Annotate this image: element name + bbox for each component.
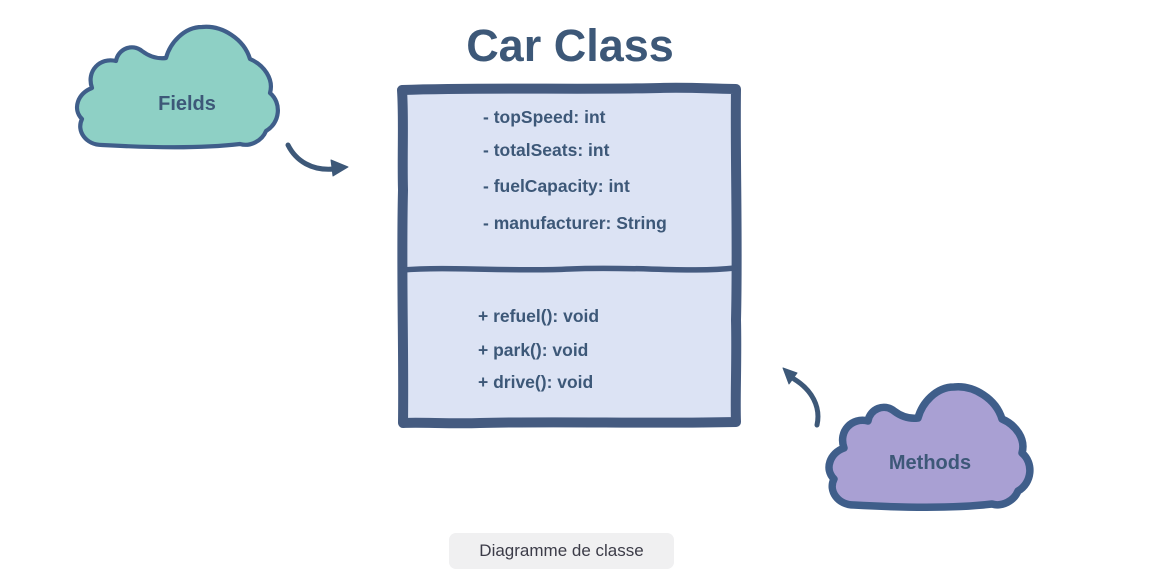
- caption-chip: Diagramme de classe: [449, 533, 674, 569]
- field-row-fuelcapacity: - fuelCapacity: int: [483, 176, 630, 196]
- caption-text: Diagramme de classe: [479, 541, 644, 560]
- page-title: Car Class: [466, 20, 674, 71]
- method-row-refuel: + refuel(): void: [478, 306, 600, 326]
- class-box-shape: [397, 82, 742, 429]
- class-box-divider: [399, 265, 738, 273]
- field-row-manufacturer: - manufacturer: String: [483, 213, 667, 233]
- fields-cloud-shape: [77, 27, 278, 147]
- methods-arrow-shaft: [791, 376, 821, 428]
- fields-cloud-label: Fields: [158, 93, 216, 115]
- fields-arrow-head-icon: [330, 159, 349, 177]
- method-row-park: + park(): void: [478, 340, 589, 360]
- methods-cloud-shape: [829, 387, 1030, 507]
- method-row-drive: + drive(): void: [478, 372, 594, 392]
- fields-arrow-shaft: [285, 142, 337, 172]
- field-row-totalseats: - totalSeats: int: [483, 140, 610, 160]
- methods-cloud-label: Methods: [888, 452, 972, 474]
- field-row-topspeed: - topSpeed: int: [483, 107, 606, 127]
- methods-arrow: [782, 367, 821, 428]
- fields-arrow: [285, 142, 349, 177]
- methods-arrow-head-icon: [782, 367, 798, 385]
